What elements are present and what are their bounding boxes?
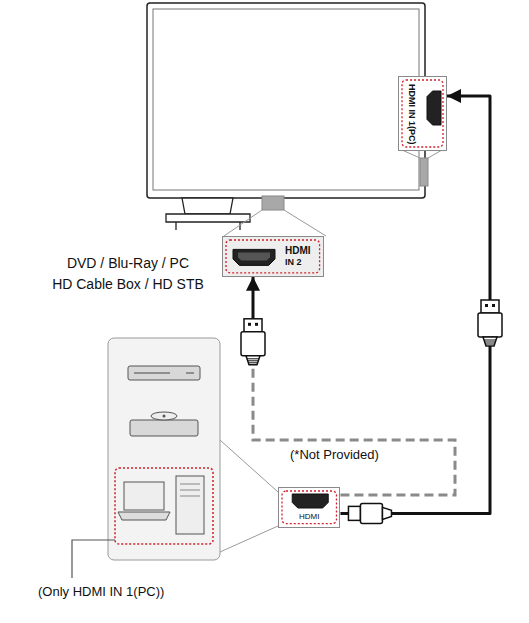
- plug-body: [478, 313, 502, 337]
- plug-hole: [248, 323, 251, 326]
- pc-highlight: [115, 468, 213, 544]
- cable-not-provided: [253, 363, 455, 495]
- plug-hole: [255, 323, 258, 326]
- tv-port-callout: HDMIIN 2: [222, 236, 324, 277]
- bluray-player: [130, 420, 198, 436]
- plug-ridge: [485, 342, 496, 343]
- plug-ridge: [248, 360, 259, 361]
- tv-stand-foot: [166, 214, 250, 230]
- hdmi-plug: [478, 300, 502, 346]
- plug-strain-relief: [382, 507, 391, 519]
- plug-hole: [485, 304, 488, 307]
- port-drawing: [223, 237, 325, 278]
- plug-ridge: [485, 344, 494, 345]
- plug-hole: [492, 304, 495, 307]
- device-list-label: HD Cable Box / HD STB: [52, 276, 204, 292]
- highlight-ring: [402, 80, 443, 147]
- leader-line: [72, 540, 115, 578]
- plug-ridge: [248, 362, 257, 363]
- device-port-box: HDMI: [278, 487, 340, 528]
- hdmi-port: [233, 249, 275, 265]
- plug-tip: [244, 319, 262, 332]
- port-drawing: [399, 77, 448, 152]
- highlight-ring: [282, 491, 336, 524]
- hdmi-port-inner: [238, 252, 270, 260]
- plug-strain-relief: [246, 356, 260, 365]
- disc: [151, 412, 177, 420]
- plug-tip: [348, 506, 360, 520]
- port-label: HDMI IN 1(PC): [406, 84, 417, 145]
- hdmi-cable: [253, 277, 455, 495]
- note-label: (*Not Provided): [290, 447, 379, 462]
- tv-frame: [147, 3, 425, 198]
- tv-rear-port: [262, 196, 284, 210]
- laptop-screen: [124, 482, 164, 510]
- device-list-label: DVD / Blu-Ray / PC: [67, 255, 189, 271]
- device-panel: [108, 338, 220, 560]
- laptop-base: [118, 512, 170, 520]
- pc-tower-bays: [180, 484, 200, 496]
- tv-screen: [153, 9, 419, 190]
- port-label: HDMI: [299, 512, 319, 522]
- plug-body: [241, 332, 265, 356]
- hdmi-plug: [241, 319, 265, 365]
- plug-ridge: [484, 340, 496, 341]
- dvd-player-front: [134, 372, 194, 374]
- tv-side-port: [420, 158, 428, 186]
- highlight-ring: [226, 240, 320, 273]
- port-label: IN 2: [285, 257, 311, 268]
- hdmi-port: [427, 91, 441, 125]
- plug-tip: [481, 300, 499, 313]
- dvd-player: [128, 366, 200, 380]
- disc-hole: [163, 415, 166, 418]
- plug-ridge: [247, 358, 259, 359]
- plug-strain-relief: [483, 337, 497, 346]
- callout-line: [402, 150, 442, 158]
- hdmi-plug: [348, 503, 391, 523]
- tv-stand-neck: [182, 198, 233, 214]
- callout-line: [224, 210, 326, 236]
- pc-tower: [176, 476, 204, 534]
- callout-line: [220, 440, 278, 552]
- plug-body: [360, 503, 382, 523]
- tv-port-callout: HDMI IN 1(PC): [398, 76, 447, 151]
- note-label: (Only HDMI IN 1(PC)): [38, 584, 164, 599]
- hdmi-port: [292, 494, 328, 508]
- port-label: HDMI: [285, 245, 311, 257]
- port-drawing: [279, 488, 341, 529]
